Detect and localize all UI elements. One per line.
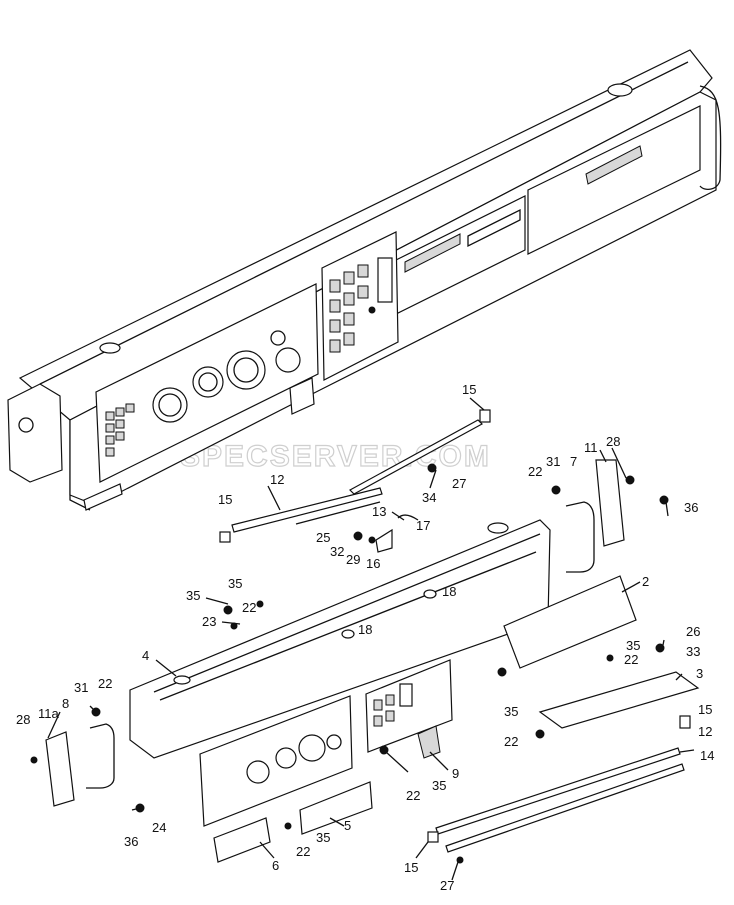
- callout: 15: [404, 860, 418, 875]
- callout: 12: [698, 724, 712, 739]
- assembled-dashboard: [7, 49, 722, 511]
- part-2-glovebox: [503, 575, 637, 669]
- leader-lines: [47, 397, 695, 881]
- callout: 22: [504, 734, 518, 749]
- callout: 28: [606, 434, 620, 449]
- part-15-rod: [349, 409, 491, 495]
- part-11a-plate: [45, 731, 75, 807]
- callout: 35: [316, 830, 330, 845]
- callout: 22: [624, 652, 638, 667]
- callout: 35: [504, 704, 518, 719]
- part-instrument-panel: [199, 695, 353, 827]
- part-12-strip-upper: [219, 487, 383, 543]
- callout: 27: [440, 878, 454, 893]
- part-switch-panel: [365, 659, 453, 753]
- callout: 35: [432, 778, 446, 793]
- callout: 33: [686, 644, 700, 659]
- callout: 35: [228, 576, 242, 591]
- part-3-plate: [538, 671, 700, 729]
- part-9-knob: [417, 725, 441, 759]
- part-6-bracket: [213, 817, 271, 863]
- part-16-plate: [375, 528, 393, 553]
- callout: 12: [270, 472, 284, 487]
- callout: 36: [684, 500, 698, 515]
- callout: 25: [316, 530, 330, 545]
- callout: 35: [626, 638, 640, 653]
- callout: 17: [416, 518, 430, 533]
- callout: 14: [700, 748, 714, 763]
- callout: 15: [698, 702, 712, 717]
- callout: 34: [422, 490, 436, 505]
- callout: 8: [62, 696, 69, 711]
- callout: 31: [546, 454, 560, 469]
- callout: 18: [358, 622, 372, 637]
- callout: 2: [642, 574, 649, 589]
- callout: 11: [584, 440, 598, 455]
- callout: 22: [406, 788, 420, 803]
- switch-grid: [329, 257, 393, 353]
- callout: 15: [218, 492, 232, 507]
- callout: 24: [152, 820, 166, 835]
- part-5-bracket: [299, 781, 373, 835]
- callout: 27: [452, 476, 466, 491]
- callout: 5: [344, 818, 351, 833]
- callout: 29: [346, 552, 360, 567]
- part-14-strip: [427, 747, 685, 853]
- callout: 22: [242, 600, 256, 615]
- callout: 22: [528, 464, 542, 479]
- fasteners: [30, 463, 669, 864]
- callout: 22: [98, 676, 112, 691]
- callout: 26: [686, 624, 700, 639]
- callout: 7: [570, 454, 577, 469]
- gauges: [105, 330, 301, 457]
- callout: 13: [372, 504, 386, 519]
- callout: 35: [186, 588, 200, 603]
- callout: 31: [74, 680, 88, 695]
- part-15-block: [679, 715, 691, 729]
- callout: 9: [452, 766, 459, 781]
- part-4-lower-beam: [129, 519, 551, 759]
- callout: 23: [202, 614, 216, 629]
- callout: 6: [272, 858, 279, 873]
- callout: 18: [442, 584, 456, 599]
- callout: 16: [366, 556, 380, 571]
- callout: 32: [330, 544, 344, 559]
- callout: 15: [462, 382, 476, 397]
- callout: 36: [124, 834, 138, 849]
- callout: 4: [142, 648, 149, 663]
- callout: 3: [696, 666, 703, 681]
- part-11-plate: [595, 459, 625, 547]
- part-7-handle: [565, 501, 595, 573]
- callout: 28: [16, 712, 30, 727]
- callout: 11a: [38, 706, 59, 721]
- part-8-handle: [86, 723, 115, 789]
- callout: 22: [296, 844, 310, 859]
- callout-labels: 15 27 34 11 28 22 31 7 36 12 15 13 17 25…: [16, 382, 714, 893]
